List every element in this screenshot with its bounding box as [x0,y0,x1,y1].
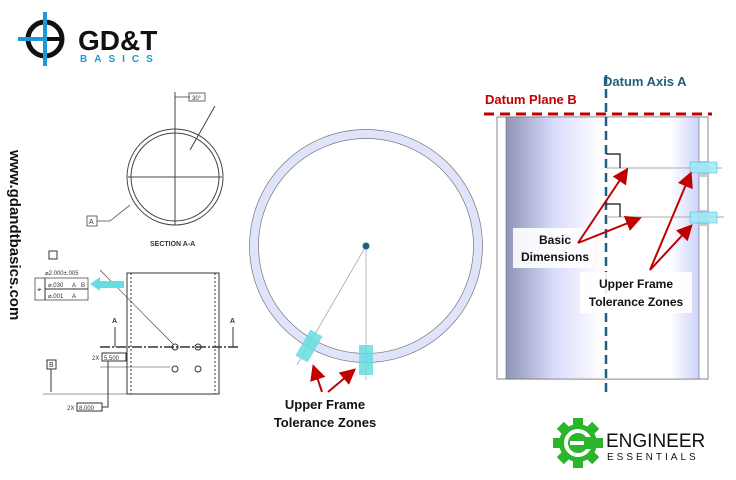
website-text: www.gdandtbasics.com [6,149,23,320]
datum-b-label: B [49,362,54,369]
fcf-tolerance-1: ⌀.030 [48,283,64,289]
fcf-tolerance-2: ⌀.001 [48,294,64,300]
fcf-datum-2a: A [72,294,76,300]
dim1-value: 5.500 [104,356,120,362]
datum-axis-label: Datum Axis A [603,74,687,89]
section-view [86,92,224,227]
ring-zones-label-1: Upper Frame [285,397,365,412]
section-marker-right: A [230,318,235,325]
ring-view [249,129,483,393]
engineer-essentials-logo: ENGINEER ESSENTIALS [553,418,705,468]
dim2-prefix: 2X [67,406,74,412]
engineer-logo-sub: ESSENTIALS [607,452,699,463]
fcf-datum-1b: B [81,283,85,289]
engineer-logo-main: ENGINEER [606,431,705,452]
gear-icon [553,418,603,468]
datum-a-label: A [89,219,94,226]
logo-sub-text: BASICS [80,54,160,65]
side-zones-label-2: Tolerance Zones [589,295,684,309]
fcf-diameter: ⌀2.000±.005 [45,271,79,277]
tolerance-zone [359,345,373,375]
position-symbol-icon: ⌖ [37,285,42,294]
datum-plane-label: Datum Plane B [485,92,577,107]
dim2-value: 8.000 [79,406,95,412]
fcf-datum-1a: A [72,283,76,289]
side-view [484,75,724,396]
section-marker-left: A [112,318,117,325]
tolerance-zone [689,211,718,224]
gdt-basics-logo: GD&T BASICS [18,12,160,66]
section-caption: SECTION A-A [150,241,195,248]
side-zones-label-1: Upper Frame [599,277,673,291]
logo-main-text: GD&T [78,25,157,56]
dim1-prefix: 2X [92,356,99,362]
tolerance-zone [689,161,718,174]
basic-dims-label-1: Basic [539,233,571,247]
tolerance-zone [295,329,323,363]
ring-zones-label-2: Tolerance Zones [274,415,376,430]
basic-dims-label-2: Dimensions [521,250,589,264]
angle-label: 30° [192,96,202,102]
center-point [362,242,370,250]
callout-arrow-icon [90,277,124,291]
